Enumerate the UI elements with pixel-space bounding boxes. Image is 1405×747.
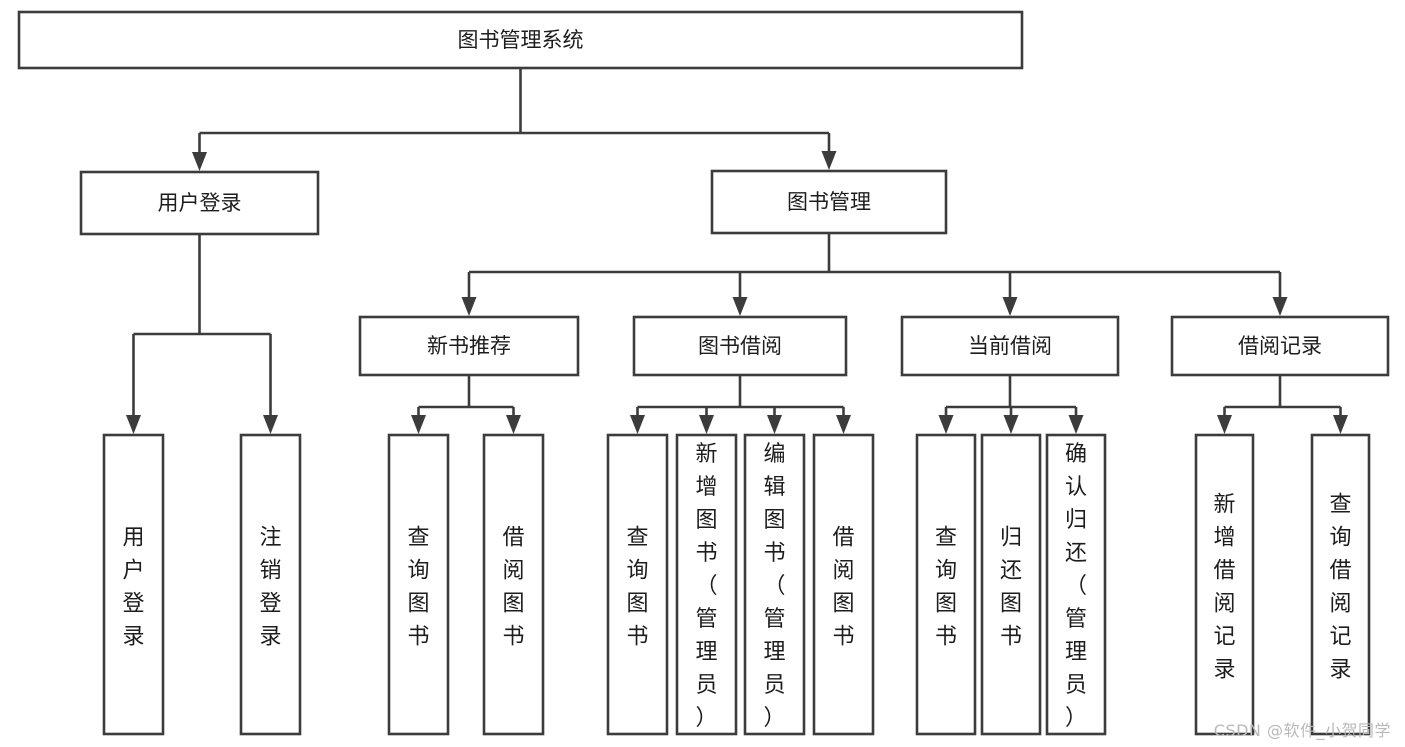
node-leaf-add-book-admin[interactable]: 新增图书（管理员） <box>675 433 738 736</box>
node-box[interactable] <box>812 433 875 736</box>
arrow-head-icon <box>506 415 521 434</box>
node-leaf-query-book-current[interactable]: 查询图书 <box>915 433 977 736</box>
arrow-head-icon <box>836 415 851 434</box>
node-new-book-recommend[interactable]: 新书推荐 <box>358 315 580 377</box>
node-label: 图书借阅 <box>698 334 782 358</box>
node-label: 新增图书（管理员） <box>695 442 717 731</box>
arrow-head-icon <box>699 415 714 434</box>
node-leaf-return-book[interactable]: 归还图书 <box>980 433 1042 736</box>
node-user-login[interactable]: 用户登录 <box>79 170 320 236</box>
node-label: 借阅记录 <box>1238 334 1322 358</box>
connector-group-book-manage <box>461 233 1288 316</box>
arrow-head-icon <box>767 415 782 434</box>
node-box[interactable] <box>915 433 977 736</box>
connector-group-new-book-recommend <box>411 375 521 434</box>
node-leaf-confirm-return-admin[interactable]: 确认归还（管理员） <box>1045 433 1107 736</box>
arrow-head-icon <box>938 415 954 434</box>
node-current-borrow[interactable]: 当前借阅 <box>900 315 1120 377</box>
node-box[interactable] <box>710 169 948 235</box>
node-leaf-edit-book-admin[interactable]: 编辑图书（管理员） <box>743 433 806 736</box>
node-label: 查询图书 <box>626 526 648 650</box>
node-label: 图书管理 <box>787 190 871 214</box>
connector-group-root <box>192 68 837 171</box>
node-label: 用户登录 <box>122 526 144 650</box>
node-box[interactable] <box>606 433 669 736</box>
watermark: CSDN @软件_小贺同学 <box>1213 721 1391 740</box>
node-box[interactable] <box>358 315 580 377</box>
arrow-head-icon <box>192 152 207 171</box>
node-borrow-record[interactable]: 借阅记录 <box>1170 315 1390 377</box>
node-label: 图书管理系统 <box>458 28 584 52</box>
node-label: 用户登录 <box>158 191 242 215</box>
node-book-borrow[interactable]: 图书借阅 <box>632 315 848 377</box>
arrow-head-icon <box>1002 297 1018 316</box>
arrow-head-icon <box>1068 415 1084 434</box>
node-label: 当前借阅 <box>968 334 1052 358</box>
arrow-head-icon <box>821 151 837 170</box>
node-leaf-user-login[interactable]: 用户登录 <box>102 433 165 736</box>
node-label: 查询图书 <box>407 526 429 650</box>
node-box[interactable] <box>632 315 848 377</box>
node-label: 借阅图书 <box>502 526 524 650</box>
node-leaf-add-borrow-record[interactable]: 新增借阅记录 <box>1194 433 1255 736</box>
node-label: 编辑图书（管理员） <box>763 442 785 731</box>
node-label: 确认归还（管理员） <box>1065 442 1087 731</box>
connector-group-book-borrow <box>630 375 851 434</box>
node-box[interactable] <box>743 433 806 736</box>
arrow-head-icon <box>411 415 426 434</box>
node-label: 查询图书 <box>935 526 957 650</box>
node-leaf-logout[interactable]: 注销登录 <box>239 433 302 736</box>
node-layer: 图书管理系统用户登录图书管理新书推荐图书借阅当前借阅借阅记录用户登录注销登录查询… <box>17 10 1390 736</box>
connector-group-current-borrow <box>938 375 1084 434</box>
arrow-head-icon <box>1272 297 1288 316</box>
arrow-head-icon <box>1003 415 1019 434</box>
node-leaf-query-borrow-record[interactable]: 查询借阅记录 <box>1310 433 1371 736</box>
node-root[interactable]: 图书管理系统 <box>17 10 1024 70</box>
arrow-head-icon <box>630 415 645 434</box>
node-box[interactable] <box>1194 433 1255 736</box>
node-label: 注销登录 <box>259 526 281 650</box>
node-box[interactable] <box>1045 433 1107 736</box>
node-book-manage[interactable]: 图书管理 <box>710 169 948 235</box>
node-box[interactable] <box>980 433 1042 736</box>
node-label: 查询借阅记录 <box>1329 493 1351 683</box>
connector-group-user-login <box>126 234 278 434</box>
node-box[interactable] <box>239 433 302 736</box>
node-box[interactable] <box>900 315 1120 377</box>
node-leaf-query-book-borrow[interactable]: 查询图书 <box>606 433 669 736</box>
node-box[interactable] <box>1310 433 1371 736</box>
node-leaf-borrow-book-rec[interactable]: 借阅图书 <box>482 433 545 736</box>
node-box[interactable] <box>482 433 545 736</box>
arrow-head-icon <box>263 415 278 434</box>
node-label: 新增借阅记录 <box>1213 493 1235 683</box>
connector-group-borrow-record <box>1217 375 1348 434</box>
node-box[interactable] <box>387 433 450 736</box>
arrow-head-icon <box>126 415 141 434</box>
arrow-head-icon <box>461 297 477 316</box>
node-box[interactable] <box>79 170 320 236</box>
node-box[interactable] <box>675 433 738 736</box>
node-label: 借阅图书 <box>832 526 854 650</box>
node-box[interactable] <box>17 10 1024 70</box>
arrow-head-icon <box>732 297 748 316</box>
connector-layer <box>126 68 1348 434</box>
arrow-head-icon <box>1333 415 1348 434</box>
node-box[interactable] <box>1170 315 1390 377</box>
node-leaf-borrow-book[interactable]: 借阅图书 <box>812 433 875 736</box>
node-label: 归还图书 <box>1000 526 1022 650</box>
node-box[interactable] <box>102 433 165 736</box>
node-leaf-query-book-rec[interactable]: 查询图书 <box>387 433 450 736</box>
node-label: 新书推荐 <box>427 334 511 358</box>
arrow-head-icon <box>1217 415 1232 434</box>
